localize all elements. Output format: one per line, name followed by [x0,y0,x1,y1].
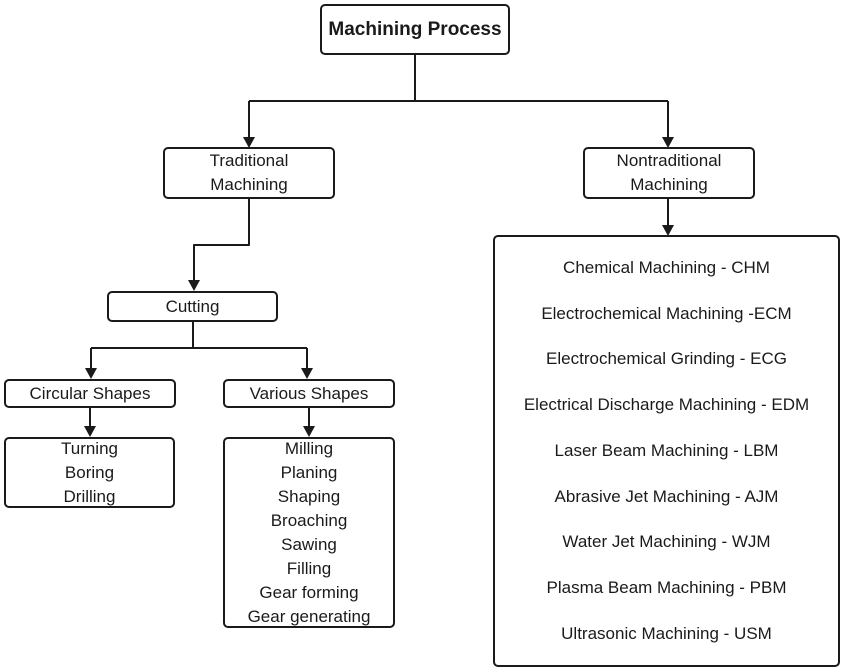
list-item: Broaching [270,510,348,530]
list-item: Ultrasonic Machining - USM [561,624,772,643]
arrowhead-circular [85,368,97,379]
node-traditional-machining: Traditional Machining [163,147,335,199]
node-various-shapes: Various Shapes [223,379,395,408]
list-item: Sawing [281,534,337,554]
list-item: Electrochemical Machining -ECM [541,303,792,323]
list-item: Turning [60,438,118,458]
list-item: Milling [284,438,334,458]
list-item: Shaping [277,486,341,506]
list-item: Boring [64,462,115,482]
list-item: Water Jet Machining - WJM [562,532,771,552]
list-item: Laser Beam Machining - LBM [554,440,779,460]
node-nontraditional-process-list: Chemical Machining - CHM Electrochemical… [493,235,840,667]
list-item: Drilling [63,486,116,506]
arrowhead-circular-list [84,426,96,437]
node-cutting: Cutting [107,291,278,322]
list-item: Electrochemical Grinding - ECG [546,349,787,369]
node-machining-process-label: Machining Process [328,18,502,40]
node-circular-process-list: Turning Boring Drilling [4,437,175,508]
arrowhead-various [301,368,313,379]
list-item: Plasma Beam Machining - PBM [546,578,787,598]
node-traditional-machining-label: Traditional Machining [209,151,289,194]
list-item: Gear forming [259,582,359,602]
node-various-shapes-label: Various Shapes [249,383,369,403]
node-nontraditional-machining: Nontraditional Machining [583,147,755,199]
connector-traditional-to-cutting [193,199,250,281]
arrowhead-various-list [303,426,315,437]
list-item: Gear generating [247,606,371,626]
node-nontraditional-machining-label: Nontraditional Machining [616,151,722,194]
arrowhead-cutting [188,280,200,291]
list-item: Planing [280,462,338,482]
node-circular-shapes-label: Circular Shapes [29,383,151,403]
list-item: Chemical Machining - CHM [563,257,770,277]
list-item: Electrical Discharge Machining - EDM [523,395,810,415]
node-various-process-list: Milling Planing Shaping Broaching Sawing… [223,437,395,628]
list-item: Abrasive Jet Machining - AJM [554,486,779,506]
node-cutting-label: Cutting [165,296,220,316]
node-machining-process: Machining Process [320,4,510,55]
list-item: Filling [286,558,332,578]
node-circular-shapes: Circular Shapes [4,379,176,408]
